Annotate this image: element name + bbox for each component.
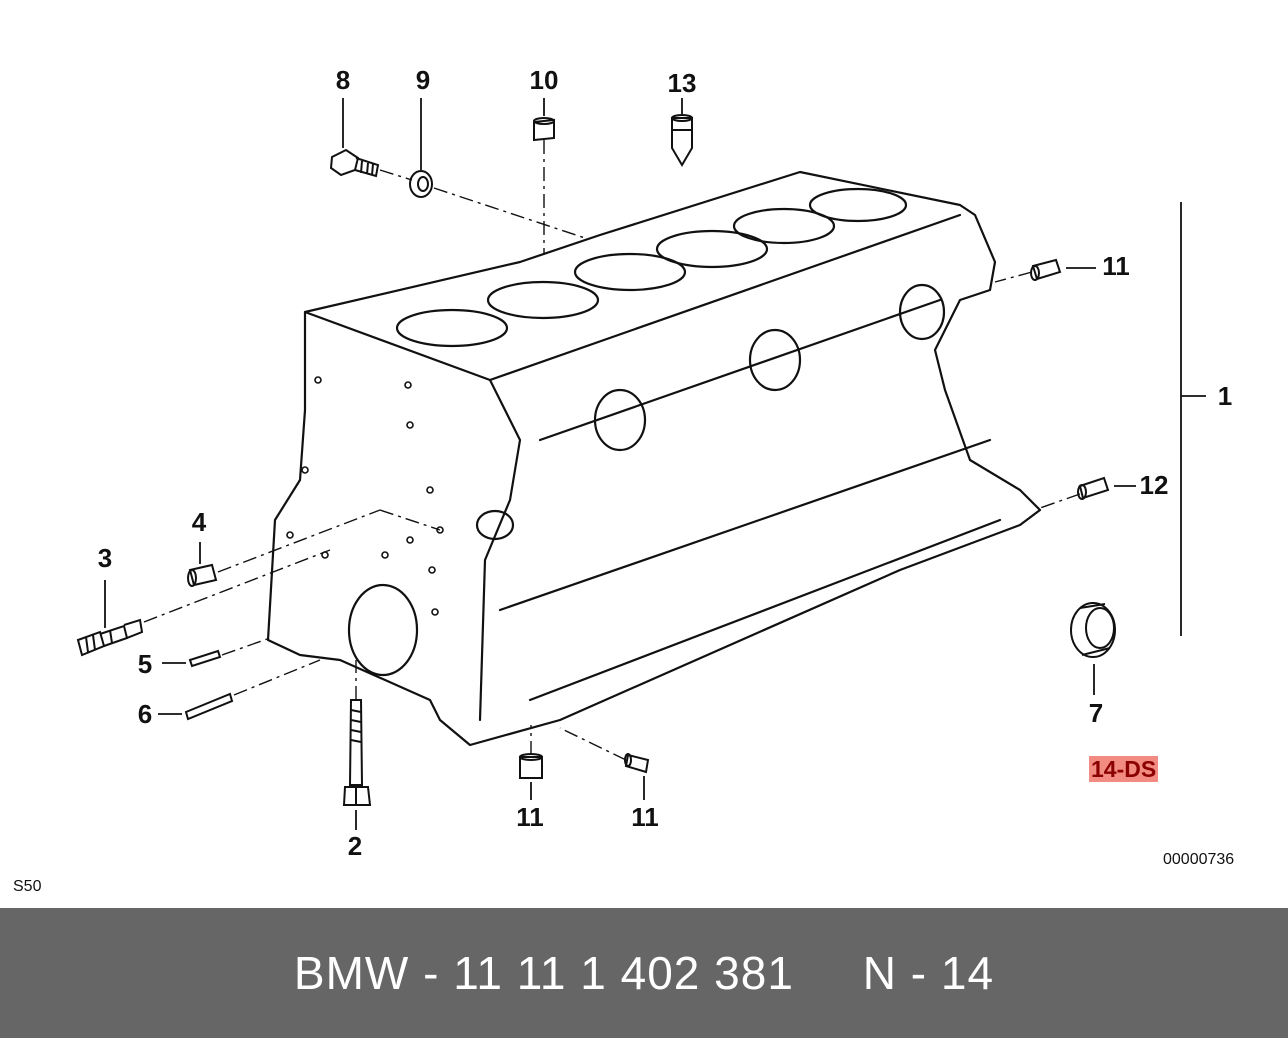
callout-8: 8 xyxy=(335,65,351,95)
part-number-caption: BMW - 11 11 1 402 381 N - 14 xyxy=(293,947,995,999)
front-port xyxy=(475,509,515,541)
deck-front-edge xyxy=(303,213,962,382)
ds-badge: 14-DS xyxy=(1089,756,1159,782)
callout-12: 12 xyxy=(1139,470,1169,500)
engine-block-diagram xyxy=(76,98,1206,830)
cylinder-bore-5 xyxy=(732,207,836,245)
rear-main-bore xyxy=(347,583,419,677)
cylinder-bore-1 xyxy=(395,308,509,348)
sensor-3-icon xyxy=(76,618,144,657)
cylinder-bore-6 xyxy=(808,187,908,223)
dowel-11c-icon xyxy=(624,753,650,774)
footer-bar: BMW - 11 11 1 402 381 N - 14 xyxy=(0,908,1288,1038)
side-bore-2 xyxy=(748,328,802,392)
callout-1: 1 xyxy=(1217,381,1233,411)
bolt-2-icon xyxy=(342,699,372,806)
sleeve-11b-icon xyxy=(519,753,543,779)
skirt-line xyxy=(498,438,992,612)
pin-5-icon xyxy=(188,649,222,668)
dowel-12-icon xyxy=(1077,476,1110,500)
callout-9: 9 xyxy=(415,65,431,95)
drawing-number: 00000736 xyxy=(1163,851,1235,868)
callout-4: 4 xyxy=(191,507,207,537)
sleeve-4-icon xyxy=(187,563,218,587)
cylinder-bore-4 xyxy=(655,229,769,269)
dowel-11a-icon xyxy=(1030,258,1062,281)
pin-6-icon xyxy=(184,692,234,721)
side-bore-1 xyxy=(593,388,647,452)
callout-3: 3 xyxy=(97,543,113,573)
nozzle-13-icon xyxy=(671,114,693,167)
callout-11-bottom-right: 11 xyxy=(631,802,659,832)
callout-13: 13 xyxy=(667,68,697,98)
cylinder-bore-3 xyxy=(573,252,687,292)
sleeve-10-icon xyxy=(533,117,555,142)
side-bore-3 xyxy=(898,283,946,341)
callout-6: 6 xyxy=(137,699,153,729)
lower-rail xyxy=(528,518,1002,702)
washer-9-icon xyxy=(409,170,433,198)
callout-7: 7 xyxy=(1088,698,1104,728)
seal-ring-7-icon xyxy=(1070,602,1116,658)
callout-11-bottom-left: 11 xyxy=(516,802,544,832)
engine-block-outline xyxy=(266,170,1042,747)
oil-gallery-line xyxy=(538,298,942,442)
callout-11-top: 11 xyxy=(1102,251,1130,281)
callout-2: 2 xyxy=(347,831,363,861)
cylinder-bore-2 xyxy=(486,280,600,320)
block-front-corner xyxy=(478,378,522,722)
bolt-8-icon xyxy=(329,148,380,178)
callout-5: 5 xyxy=(137,649,153,679)
model-code: S50 xyxy=(13,878,42,895)
callout-10: 10 xyxy=(529,65,559,95)
